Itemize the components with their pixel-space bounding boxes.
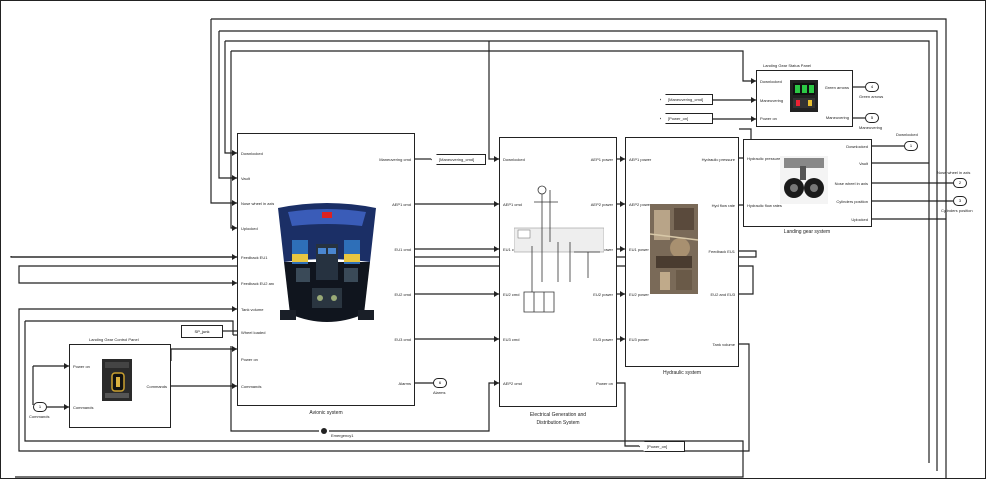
electrical-in-downlocked: Downlocked — [503, 158, 525, 162]
status-out-maneuvering: Maneuvering — [826, 116, 849, 120]
hydraulic-out-eu2-eu3: EU2 and EU3 — [711, 293, 735, 297]
status-panel-title: Landing Gear Status Panel — [763, 63, 811, 68]
avionic-out-maneuvering: Maneuvering cmd — [379, 158, 411, 162]
gear-out-vault: Vault — [859, 162, 868, 166]
inport-commands-label: Commands — [29, 414, 49, 419]
hydraulic-out-feedback-eu1: Feedback EU1 — [709, 250, 735, 254]
hydraulic-in-eu3: EU3 power — [629, 338, 649, 342]
hydraulic-in-aep1: AEP1 power — [629, 158, 651, 162]
from-maneuvering-cmd[interactable]: [Maneuvering_cmd] — [660, 94, 713, 105]
hydraulic-in-aep2: AEP2 power — [629, 203, 651, 207]
hydraulic-out-tank-volume: Tank volume — [713, 343, 735, 347]
hydraulic-out-pressure: Hydraulic pressure — [702, 158, 735, 162]
outport-maneuvering[interactable]: 5 — [865, 113, 879, 123]
avionic-in-vault: Vault — [241, 177, 250, 181]
status-in-power-on: Power on — [760, 117, 777, 121]
goto-maneuvering-cmd[interactable]: [Maneuvering_cmd] — [431, 154, 486, 165]
outport-alarms[interactable]: 6 — [433, 378, 447, 388]
control-out-commands: Commands — [147, 385, 167, 389]
status-in-maneuvering: Maneuvering — [760, 99, 783, 103]
control-in-commands: Commands — [73, 406, 93, 410]
sp-junk-block[interactable]: SP_junk — [181, 325, 223, 338]
avionic-out-alarms: Alarms — [399, 382, 411, 386]
electrical-out-eu3: EU3 power — [593, 338, 613, 342]
control-panel-title: Landing Gear Control Panel — [89, 337, 139, 342]
avionic-system-label: Avionic system — [309, 410, 342, 416]
gear-out-cylinders: Cylinders position — [836, 200, 868, 204]
electrical-system-label-1: Electrical Generation and — [530, 412, 586, 418]
hydraulic-image — [650, 204, 698, 294]
outport-nose-wheel[interactable]: 2 — [953, 178, 967, 188]
electrical-schematic-image — [514, 182, 604, 322]
landing-gear-image — [780, 156, 828, 204]
status-panel-image — [790, 80, 818, 112]
gear-out-downlocked: Downlocked — [846, 145, 868, 149]
avionic-in-nose-wheel: Nose wheel in axis — [241, 202, 274, 206]
hydraulic-system-block[interactable]: AEP1 power AEP2 power EU1 power EU2 powe… — [625, 137, 739, 367]
avionic-out-eu2: EU2 cmd — [395, 293, 411, 297]
gear-in-hydraulic-pressure: Hydraulic pressure — [747, 157, 780, 161]
emergency-label: Emergency1 — [331, 433, 353, 438]
cockpit-image — [274, 202, 380, 335]
electrical-out-power-on: Power on — [596, 382, 613, 386]
gear-out-uplocked: Uplocked — [851, 218, 868, 222]
avionic-in-commands: Commands — [241, 385, 261, 389]
control-panel-image — [102, 359, 132, 401]
status-out-green-arrows: Green arrows — [825, 86, 849, 90]
outport-green-arrows-label: Green arrows — [859, 94, 883, 99]
avionic-in-power-on: Power on — [241, 358, 258, 362]
outport-cylinders[interactable]: 3 — [953, 196, 967, 206]
outport-nose-wheel-label: Nose wheel in axis — [937, 170, 970, 175]
avionic-in-tank-volume: Tank volume — [241, 308, 263, 312]
outport-alarms-label: Alarms — [433, 390, 445, 395]
landing-gear-system-block[interactable]: Hydraulic pressure Hydraulic flow rates … — [743, 139, 872, 227]
from-power-on[interactable]: [Power_on] — [660, 113, 713, 124]
avionic-system-block[interactable]: Downlocked Vault Nose wheel in axis Uplo… — [237, 133, 415, 406]
avionic-in-wheel-loaded: Wheel loaded — [241, 331, 265, 335]
gear-out-nose-wheel: Nose wheel in axis — [835, 182, 868, 186]
avionic-in-uplocked: Uplocked — [241, 227, 258, 231]
gear-in-flow-rates: Hydraulic flow rates — [747, 204, 782, 208]
electrical-in-eu3: EU3 cmd — [503, 338, 519, 342]
hydraulic-in-eu1: EU1 power — [629, 248, 649, 252]
landing-gear-status-panel-block[interactable]: Downlocked Maneuvering Power on Green ar… — [756, 70, 853, 127]
outport-downlocked[interactable]: 1 — [904, 141, 918, 151]
avionic-out-aep1: AEP1 cmd — [392, 203, 411, 207]
outport-green-arrows[interactable]: 4 — [865, 82, 879, 92]
outport-maneuvering-label: Maneuvering — [859, 125, 882, 130]
hydraulic-system-label: Hydraulic system — [663, 370, 701, 376]
electrical-system-block[interactable]: Downlocked AEP1 cmd EU1 cmd EU2 cmd EU3 … — [499, 137, 617, 407]
outport-downlocked-label: Downlocked — [896, 132, 918, 137]
landing-gear-system-label: Landing gear system — [784, 229, 830, 235]
avionic-out-eu1: EU1 cmd — [395, 248, 411, 252]
goto-power-on[interactable]: [Power_on] — [639, 441, 685, 452]
status-in-downlocked: Downlocked — [760, 80, 782, 84]
inport-commands[interactable]: 1 — [33, 402, 47, 412]
landing-gear-control-panel-block[interactable]: Power on Commands Commands — [69, 344, 171, 428]
electrical-in-aep2: AEP2 cmd — [503, 382, 522, 386]
avionic-in-downlocked: Downlocked — [241, 152, 263, 156]
hydraulic-in-eu2: EU2 power — [629, 293, 649, 297]
electrical-system-label-2: Distribution System — [536, 420, 579, 426]
control-in-power-on: Power on — [73, 365, 90, 369]
avionic-out-eu3: EU3 cmd — [395, 338, 411, 342]
hydraulic-out-flow-rate: Hyd flow rate — [712, 204, 735, 208]
avionic-in-feedback-eu1: Feedback EU1 — [241, 256, 267, 260]
outport-cylinders-label: Cylinders position — [941, 208, 973, 213]
electrical-out-aep1: AEP1 power — [591, 158, 613, 162]
